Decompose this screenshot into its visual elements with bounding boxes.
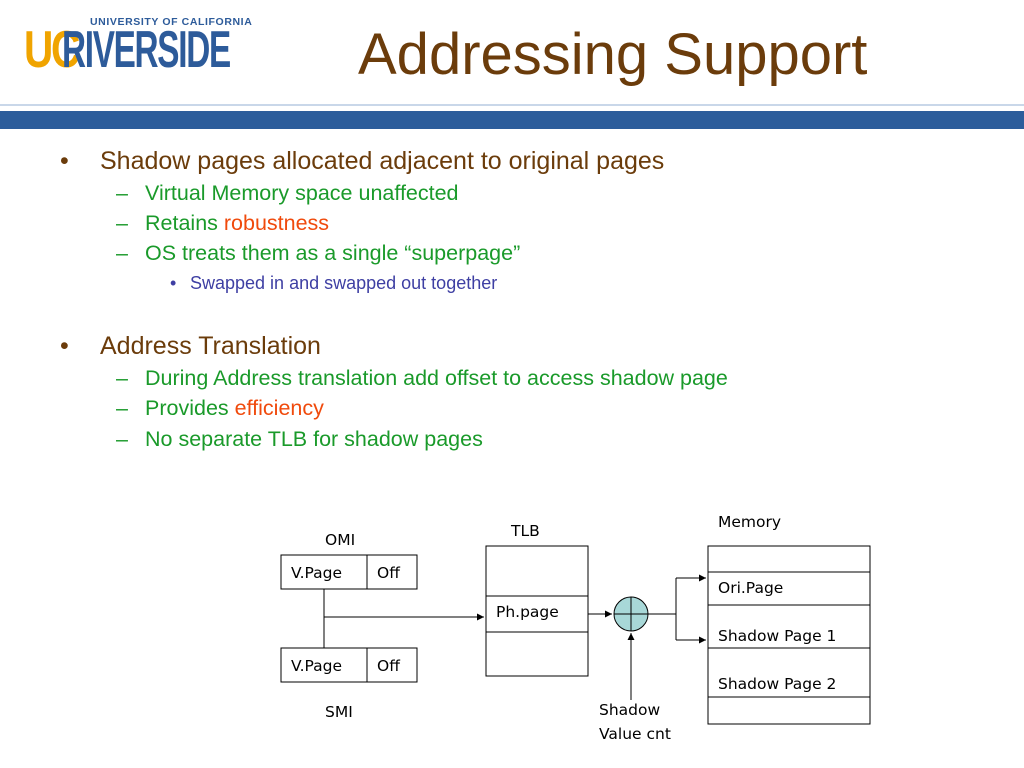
bullet-text: Shadow pages allocated adjacent to origi… <box>100 147 665 175</box>
logo-uc: UC <box>24 21 80 79</box>
circle-plus-icon <box>613 596 649 632</box>
highlight-robustness: robustness <box>223 211 330 235</box>
uc-riverside-logo: UNIVERSITY OF CALIFORNIA UC RIVERSIDE <box>24 16 252 86</box>
smi-off-text: Off <box>377 657 400 675</box>
bullet-dash: – <box>116 366 128 390</box>
bullet-text: Virtual Memory space unaffected <box>145 181 459 205</box>
bullet-dash: – <box>116 211 128 235</box>
bullet-text-plain: Provides <box>145 396 235 420</box>
bullet-dash: – <box>116 181 128 205</box>
memory-row-shadow-page-2: Shadow Page 2 <box>718 675 836 693</box>
memory-row-ori-page: Ori.Page <box>718 579 783 597</box>
bullet-dot: • <box>60 332 69 360</box>
highlight-efficiency: efficiency <box>234 396 324 420</box>
bullet-text-plain: Retains <box>145 211 224 235</box>
logo-top-line: UNIVERSITY OF CALIFORNIA <box>90 16 253 28</box>
bullet-dot: • <box>60 147 69 175</box>
smi-vpage-cell <box>280 647 368 683</box>
bullet-dash: – <box>116 427 128 451</box>
omi-vpage-text: V.Page <box>291 564 342 582</box>
tlb-label: TLB <box>510 522 540 540</box>
smi-label: SMI <box>325 703 353 721</box>
memory-box <box>707 545 871 725</box>
bullet-text: Address Translation <box>100 332 321 360</box>
bullet-dash: – <box>116 241 128 265</box>
omi-off-cell <box>366 554 418 590</box>
smi-off-cell <box>366 647 418 683</box>
bullet-text: Provides efficiency <box>145 396 324 421</box>
shadow-label-line2: Value cnt <box>599 725 671 743</box>
memory-row-shadow-page-1: Shadow Page 1 <box>718 627 836 645</box>
title-rule-bar <box>0 111 1024 129</box>
bullet-text: No separate TLB for shadow pages <box>145 427 483 451</box>
shadow-label-line1: Shadow <box>599 701 660 719</box>
memory-label: Memory <box>718 513 781 531</box>
omi-vpage-cell <box>280 554 368 590</box>
logo-riverside: RIVERSIDE <box>62 21 231 79</box>
bullet-text: OS treats them as a single “superpage” <box>145 241 521 265</box>
bullet-text: Swapped in and swapped out together <box>190 273 498 293</box>
bullet-dot: • <box>170 273 177 293</box>
bullet-text: Retains robustness <box>145 211 329 236</box>
bullet-dash: – <box>116 396 128 420</box>
slide-title: Addressing Support <box>358 22 868 87</box>
bullet-text: During Address translation add offset to… <box>145 366 728 390</box>
tlb-ph-page: Ph.page <box>496 603 559 621</box>
omi-off-text: Off <box>377 564 400 582</box>
omi-label: OMI <box>325 531 355 549</box>
tlb-box <box>485 545 589 677</box>
title-rule-thin <box>0 104 1024 106</box>
smi-vpage-text: V.Page <box>291 657 342 675</box>
